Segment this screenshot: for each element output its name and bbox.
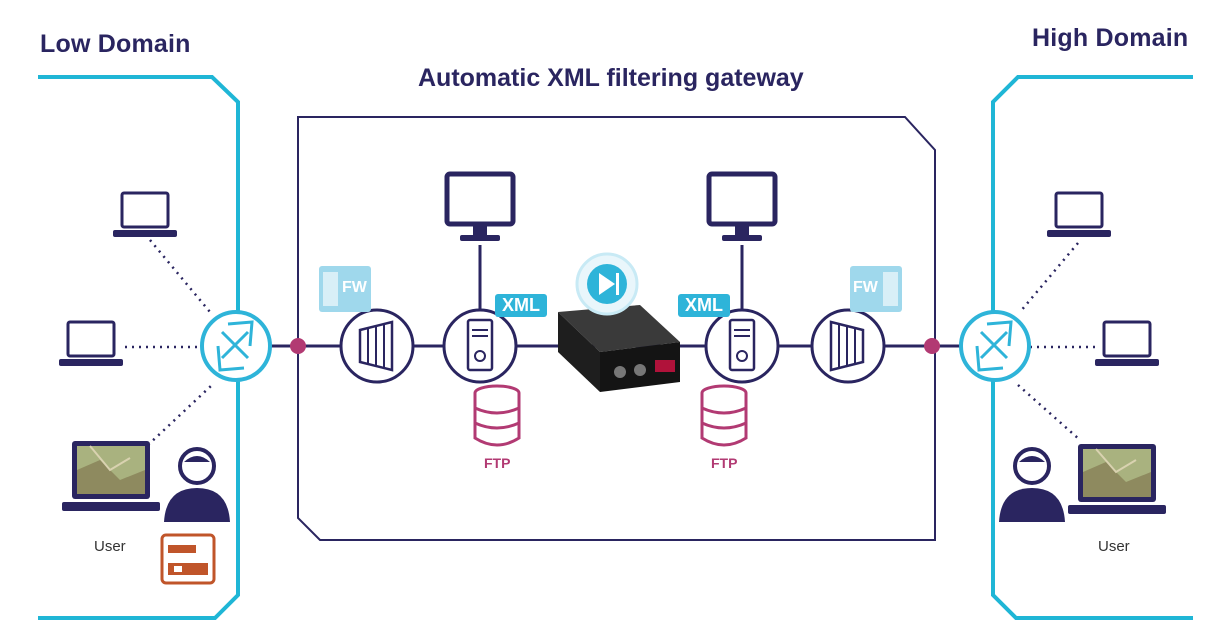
laptop-icon <box>59 320 123 366</box>
play-logo-icon <box>575 252 639 316</box>
ftp-database-icon <box>473 384 521 447</box>
high-connection-dot <box>924 338 940 354</box>
xml-badge: XML <box>678 294 730 317</box>
laptop-icon <box>1047 191 1111 237</box>
fw-label: FW <box>342 279 367 296</box>
map-laptop-icon <box>1068 444 1166 514</box>
link-laptop1 <box>1019 242 1079 313</box>
ftp-database-icon <box>700 384 748 447</box>
high-domain-title: High Domain <box>1032 24 1189 52</box>
laptop-icon <box>113 191 177 237</box>
right-user-label: User <box>1098 538 1130 555</box>
server-node <box>704 308 780 384</box>
router-icon <box>200 310 272 382</box>
fw-icon <box>850 266 902 312</box>
fw-icon <box>319 266 371 312</box>
user-icon <box>164 447 230 522</box>
map-laptop-icon <box>62 441 160 511</box>
fw-label: FW <box>853 279 878 296</box>
form-icon <box>160 533 216 585</box>
monitor-icon <box>444 171 516 241</box>
link-laptop3 <box>147 384 213 446</box>
router-icon <box>959 310 1031 382</box>
gateway-title: Automatic XML filtering gateway <box>418 64 804 92</box>
laptop-icon <box>1095 320 1159 366</box>
xml-badge: XML <box>495 294 547 317</box>
ftp-label: FTP <box>711 455 738 471</box>
firewall-node <box>339 308 415 384</box>
left-user-label: User <box>94 538 126 555</box>
monitor-icon <box>706 171 778 241</box>
ftp-label: FTP <box>484 455 511 471</box>
gateway-box <box>297 116 936 541</box>
low-connection-dot <box>290 338 306 354</box>
firewall-node <box>810 308 886 384</box>
link-laptop1 <box>149 239 211 313</box>
gateway-appliance <box>558 305 680 392</box>
server-node <box>442 308 518 384</box>
user-icon <box>999 447 1065 522</box>
link-laptop3 <box>1017 384 1081 441</box>
low-domain-title: Low Domain <box>40 30 191 58</box>
